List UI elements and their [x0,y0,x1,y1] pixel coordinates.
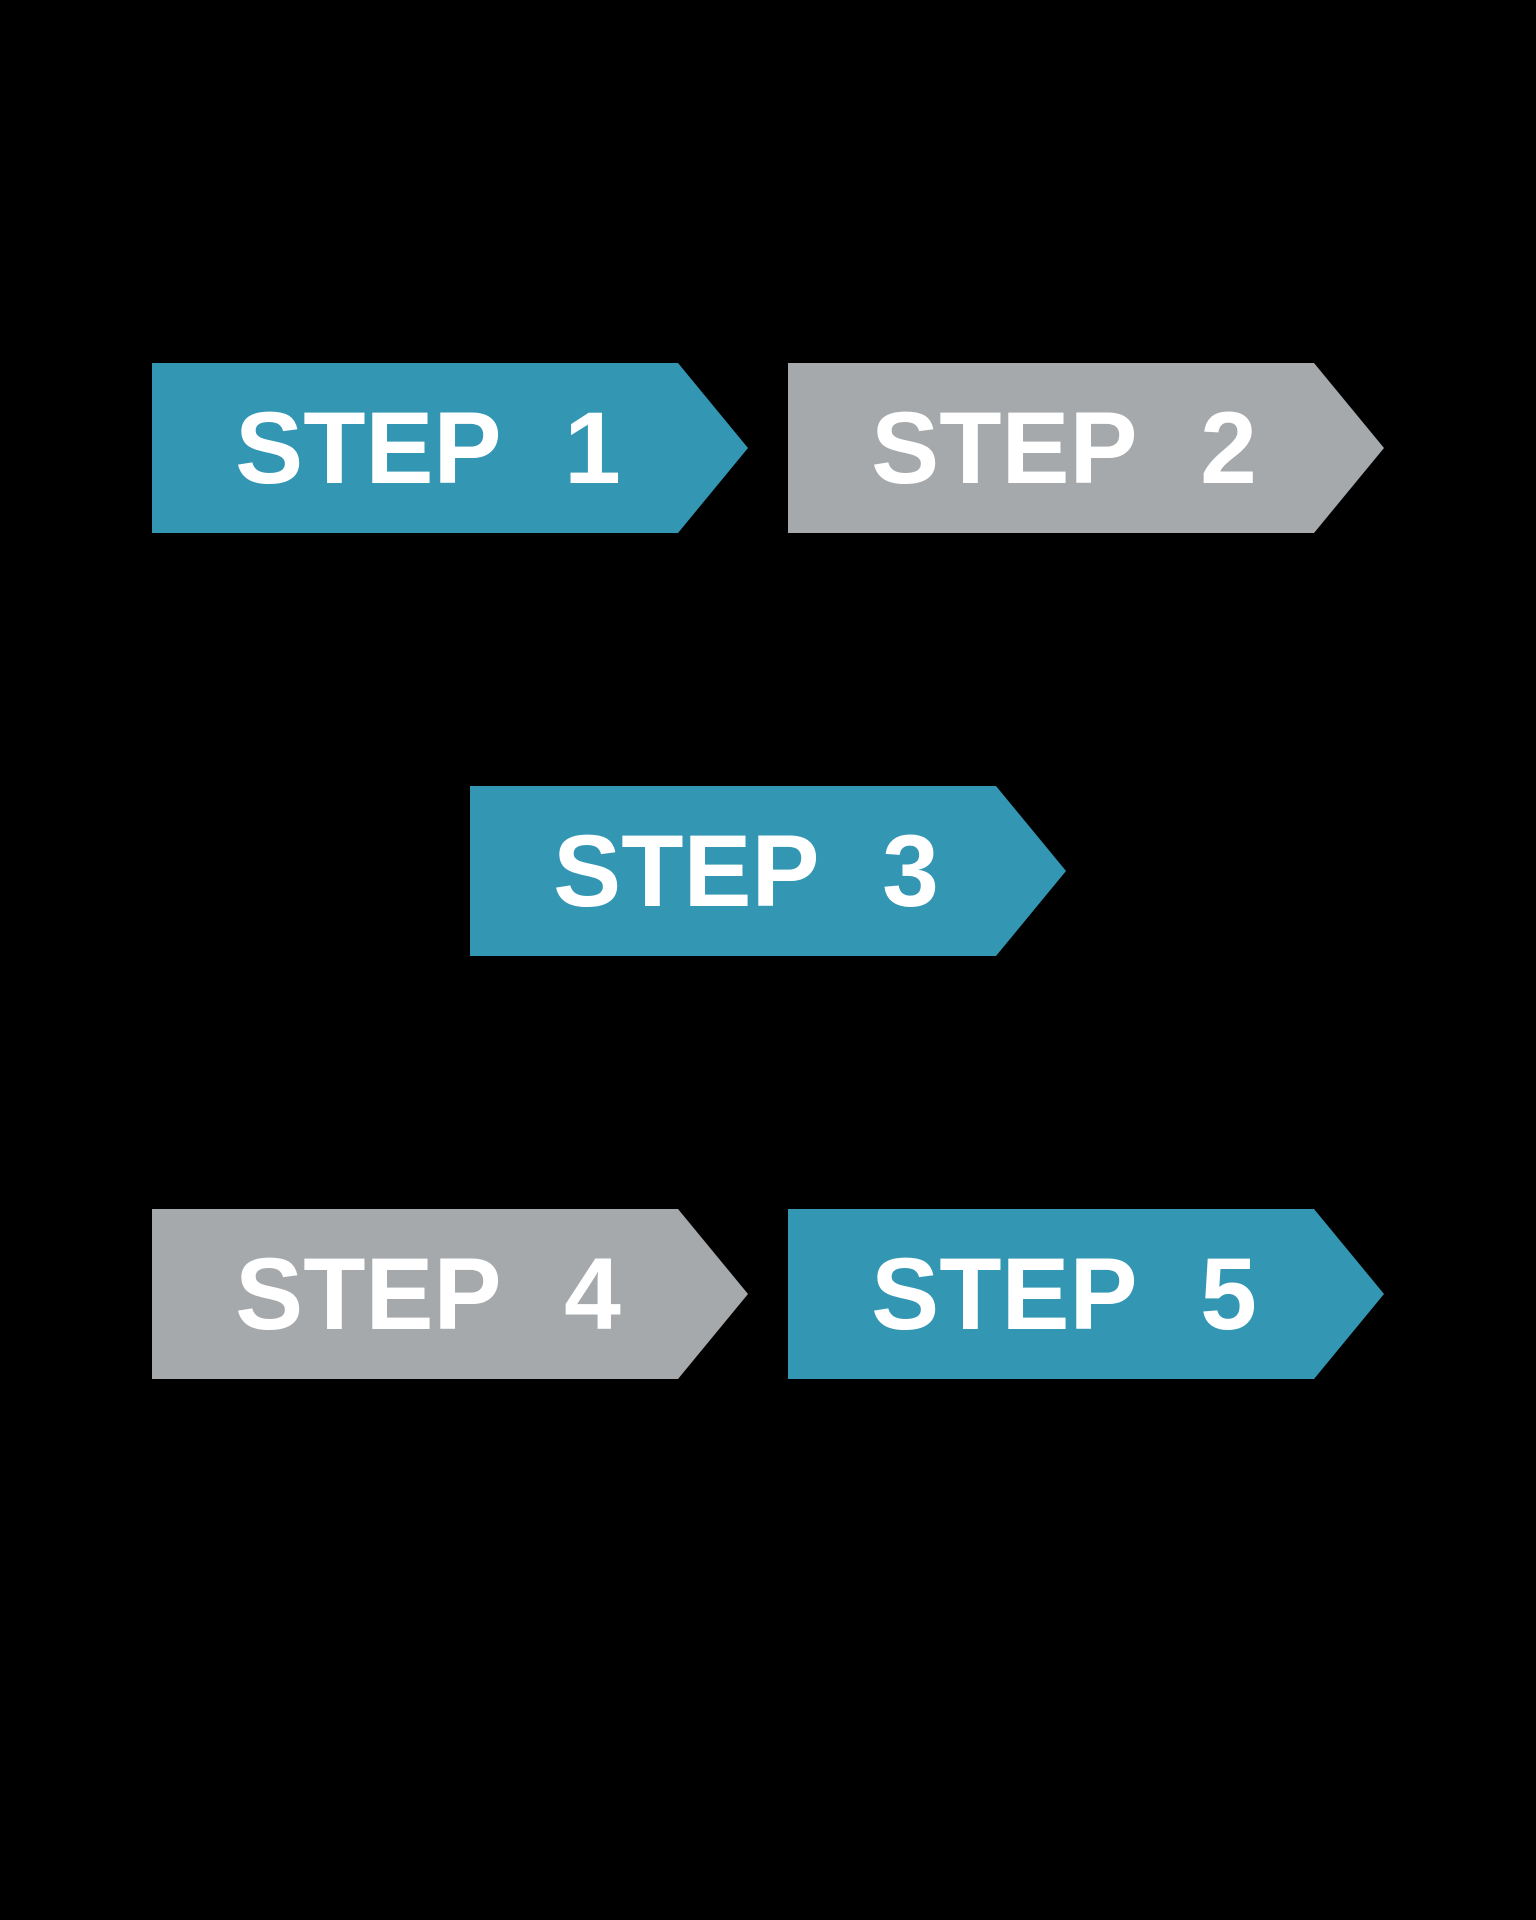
step-3-arrow: STEP 3 [470,786,1066,956]
step-2-arrow: STEP 2 [788,363,1384,533]
step-4-arrow: STEP 4 [152,1209,748,1379]
step-5-arrow: STEP 5 [788,1209,1384,1379]
step-5-label: STEP 5 [871,1237,1257,1351]
step-1-label: STEP 1 [235,391,621,505]
step-4-label: STEP 4 [235,1237,621,1351]
step-1-arrow: STEP 1 [152,363,748,533]
step-3-label: STEP 3 [553,814,939,928]
step-2-label: STEP 2 [871,391,1257,505]
